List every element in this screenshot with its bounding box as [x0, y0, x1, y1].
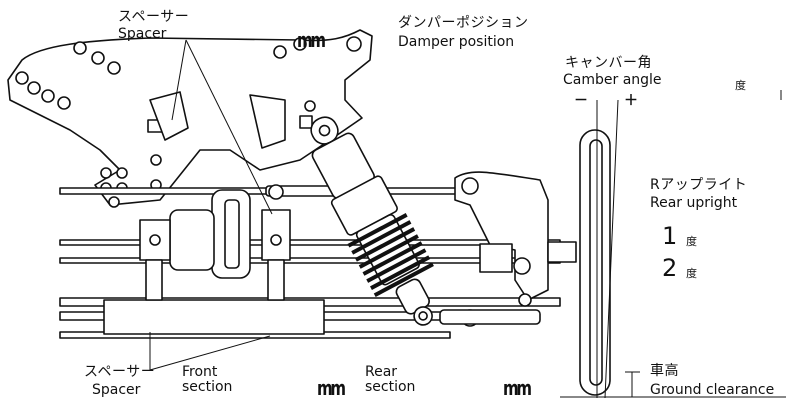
hub-pivot [513, 257, 531, 275]
upright-value-2: 2 [662, 254, 678, 282]
tower-hole [27, 81, 41, 95]
tower-cutout [249, 94, 286, 149]
ground-label-en: Ground clearance [650, 382, 775, 398]
tower-slot [299, 115, 313, 129]
spur-gear-core [224, 199, 240, 269]
wheel-rim [589, 139, 603, 386]
link-ball [268, 184, 284, 200]
camber-line [604, 99, 619, 399]
tower-cutout [149, 91, 189, 141]
shock-absorber [310, 116, 434, 326]
tower-hole [73, 41, 87, 55]
upright-value-1: 1 [662, 222, 678, 250]
tower-hole [346, 36, 362, 52]
shock-tower [7, 29, 373, 206]
camber-label-en: Camber angle [563, 72, 662, 88]
upright-unit-2: 度 [686, 267, 697, 280]
spacer-bottom-label-jp: スペーサー [84, 364, 156, 380]
front-section-label: Front section [182, 364, 233, 395]
spacer-top-leader-2 [171, 39, 187, 121]
mount-pivot [270, 234, 282, 246]
axle [547, 241, 577, 263]
mount-pivot [149, 234, 161, 246]
damper-label-en: Damper position [398, 34, 515, 50]
tower-hole [15, 71, 29, 85]
tower-hole [304, 100, 316, 112]
front-mount-post [145, 259, 163, 301]
upright-label-jp: Rアップライト [650, 177, 748, 193]
tower-hole [108, 196, 120, 208]
damper-label-jp: ダンパーポジション [398, 15, 529, 31]
lower-pivot [518, 293, 532, 307]
rear-section-label: Rear section [365, 364, 416, 395]
ground-label-jp: 車高 [650, 363, 679, 379]
tower-hole [116, 167, 128, 179]
camber-label-jp: キャンバー角 [565, 55, 652, 71]
spacer-top-leader [185, 39, 273, 215]
tower-hole [91, 51, 105, 65]
spacer-top-label-jp: スペーサー [118, 9, 190, 25]
tower-hole [107, 61, 121, 75]
hub-block [479, 243, 513, 273]
spacer-mm-unit: mm [297, 28, 326, 52]
tower-hole [273, 45, 287, 59]
upright-unit-1: 度 [686, 235, 697, 248]
rear-mount-post [267, 259, 285, 301]
camber-unit: 度 [735, 79, 746, 92]
camber-minus: － [574, 93, 588, 109]
spacer-bottom-leader [149, 335, 271, 371]
upright-ball [461, 177, 479, 195]
tower-hole [57, 96, 71, 110]
tower-hole [41, 89, 55, 103]
spacer-top-label-en: Spacer [118, 26, 167, 42]
spacer-bottom-label-en: Spacer [92, 382, 141, 398]
tower-hole [293, 37, 307, 51]
tower-hole [150, 154, 162, 166]
front-mm-unit: mm [317, 376, 346, 400]
rear-mm-unit: mm [503, 376, 532, 400]
tower-hole [100, 167, 112, 179]
camber-plus: ＋ [624, 93, 638, 109]
lower-arm [439, 309, 541, 325]
bulkhead [103, 299, 325, 335]
gear-hub [169, 209, 215, 271]
upright-label-en: Rear upright [650, 195, 738, 211]
